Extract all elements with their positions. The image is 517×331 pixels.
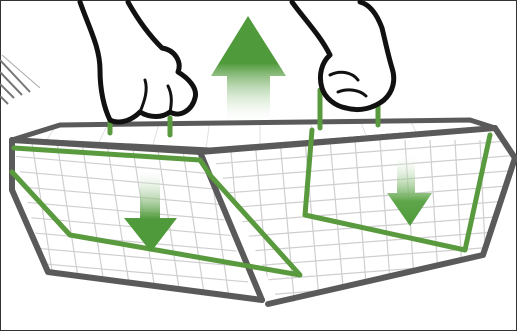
illustration-canvas <box>0 0 517 331</box>
basket-illustration <box>0 0 517 331</box>
